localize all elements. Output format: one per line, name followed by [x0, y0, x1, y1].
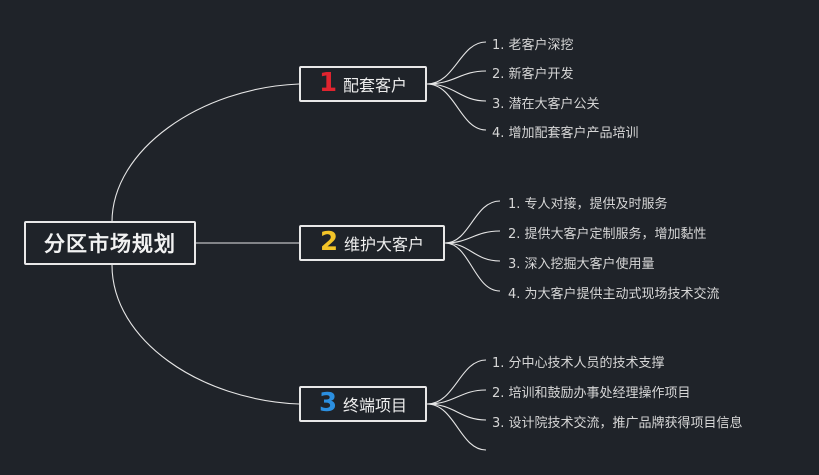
connector-b2-leaf-2 — [444, 230, 501, 244]
branch-label-2: 维护大客户 — [344, 235, 425, 254]
leaf-b3-3[interactable]: 3. 设计院技术交流，推广品牌获得项目信息 — [492, 416, 743, 431]
leaf-b2-1[interactable]: 1. 专人对接，提供及时服务 — [508, 197, 668, 212]
root-node[interactable]: 分区市场规划 — [24, 221, 196, 265]
connector-b2-leaf-1 — [444, 200, 501, 244]
branch-node-3[interactable]: 3 终端项目 — [299, 386, 427, 422]
connector-root-branch-1 — [111, 83, 300, 223]
branch-number-1: 1 — [318, 68, 338, 98]
branch-label-3: 终端项目 — [343, 396, 408, 415]
branch-number-2: 2 — [319, 227, 339, 257]
root-label: 分区市场规划 — [44, 232, 176, 256]
branch-number-3: 3 — [318, 388, 338, 418]
branch-node-1[interactable]: 1 配套客户 — [299, 66, 427, 102]
leaf-b1-4[interactable]: 4. 增加配套客户产品培训 — [492, 126, 639, 141]
connector-b3-leaf-2 — [426, 389, 487, 405]
connector-b3-leaf-3 — [426, 403, 487, 421]
connector-b3-leaf-4 — [426, 403, 487, 451]
leaf-b3-1[interactable]: 1. 分中心技术人员的技术支撑 — [492, 356, 665, 371]
connector-b3-leaf-1 — [426, 359, 487, 405]
leaf-b1-1[interactable]: 1. 老客户深挖 — [492, 38, 574, 53]
branch-node-2[interactable]: 2 维护大客户 — [299, 225, 445, 261]
leaf-b1-2[interactable]: 2. 新客户开发 — [492, 67, 574, 82]
leaf-b1-3[interactable]: 3. 潜在大客户公关 — [492, 97, 600, 112]
branch-label-1: 配套客户 — [343, 76, 408, 95]
connector-b2-leaf-3 — [444, 242, 501, 262]
leaf-b3-2[interactable]: 2. 培训和鼓励办事处经理操作项目 — [492, 386, 691, 401]
connector-b1-leaf-1 — [426, 41, 487, 85]
connector-root-branch-3 — [111, 264, 300, 405]
leaf-b2-3[interactable]: 3. 深入挖掘大客户使用量 — [508, 257, 655, 272]
connector-b1-leaf-2 — [426, 70, 487, 85]
leaf-b2-2[interactable]: 2. 提供大客户定制服务，增加黏性 — [508, 227, 707, 242]
connector-b1-leaf-4 — [426, 83, 487, 131]
connector-b1-leaf-3 — [426, 83, 487, 102]
leaf-b2-4[interactable]: 4. 为大客户提供主动式现场技术交流 — [508, 287, 720, 302]
connector-b2-leaf-4 — [444, 242, 501, 292]
